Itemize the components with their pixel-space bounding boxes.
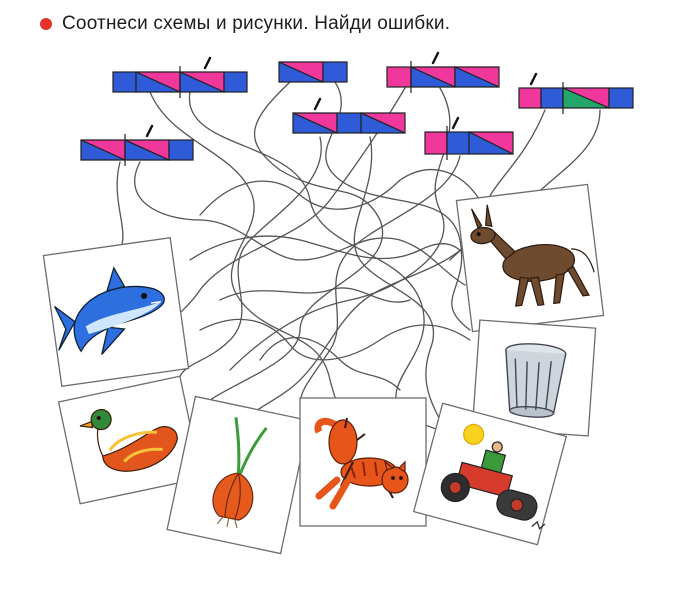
picture-card-cat[interactable] [299, 397, 427, 527]
scheme-7[interactable] [80, 124, 194, 166]
duck-icon [79, 408, 178, 472]
picture-card-glass[interactable] [471, 319, 597, 437]
picture-card-shark[interactable] [42, 237, 190, 387]
stress-mark-icon [431, 51, 440, 65]
picture-card-donkey[interactable] [455, 183, 605, 333]
road-roller-icon [440, 423, 546, 530]
maze-line[interactable] [199, 168, 481, 216]
scheme-3[interactable] [386, 51, 500, 93]
task-instruction: Соотнеси схемы и рисунки. Найди ошибки. [62, 13, 451, 34]
maze-line[interactable] [116, 161, 124, 251]
donkey-icon [470, 204, 595, 307]
maze-line[interactable] [189, 235, 471, 261]
onion-icon [212, 417, 268, 529]
cat-icon [314, 417, 409, 510]
scheme-6[interactable] [424, 116, 514, 160]
picture-card-road-roller[interactable] [412, 402, 569, 546]
scheme-2[interactable] [278, 61, 348, 83]
glass-icon [505, 343, 567, 418]
stress-mark-icon [529, 72, 538, 86]
maze-line[interactable] [299, 155, 461, 406]
picture-card-onion[interactable] [166, 395, 310, 555]
maze-line[interactable] [199, 318, 471, 361]
maze-line[interactable] [353, 136, 441, 421]
maze-line[interactable] [259, 337, 401, 391]
scheme-1[interactable] [112, 56, 248, 98]
stress-mark-icon [313, 97, 322, 111]
task-header: Соотнеси схемы и рисунки. Найди ошибки. [40, 10, 450, 38]
stress-mark-icon [145, 124, 154, 138]
shark-icon [54, 266, 165, 355]
scheme-4[interactable] [518, 72, 634, 114]
scheme-5[interactable] [292, 97, 406, 134]
stress-mark-icon [451, 116, 460, 130]
maze-line[interactable] [239, 109, 546, 426]
maze-line[interactable] [149, 91, 346, 426]
task-bullet-icon [40, 18, 52, 30]
maze-line[interactable] [325, 81, 471, 331]
stress-mark-icon [203, 56, 212, 70]
maze-line[interactable] [177, 136, 322, 401]
maze-line[interactable] [219, 287, 411, 303]
maze-line[interactable] [209, 81, 384, 401]
maze-line[interactable] [134, 161, 466, 286]
